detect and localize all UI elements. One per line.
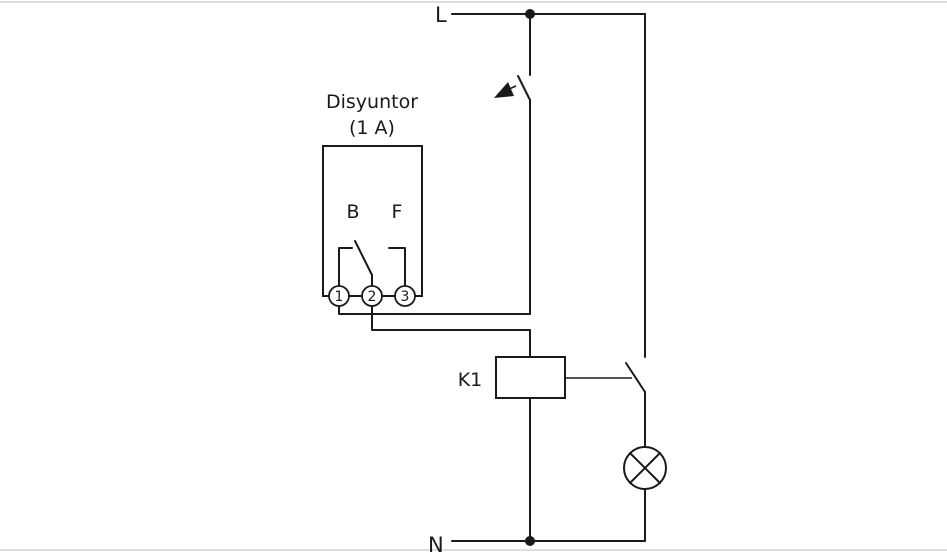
terminal-1-feed-wire <box>338 305 531 315</box>
terminal-2: 2 <box>361 285 383 307</box>
terminal-1: 1 <box>328 285 350 307</box>
relay-coil-k1 <box>495 356 566 399</box>
lamp-symbol <box>623 446 667 490</box>
terminal-1-label: 1 <box>335 289 344 305</box>
relay-label: K1 <box>458 369 483 391</box>
neutral-line-label: N <box>428 533 444 556</box>
terminal-2-coil-wire <box>371 305 531 358</box>
breaker-contact-b-label: B <box>346 201 359 223</box>
relay-contact-switch-symbol <box>625 362 646 393</box>
terminal-2-label: 2 <box>368 289 377 305</box>
breaker-internal-contacts <box>338 240 406 287</box>
terminal-3-label: 3 <box>401 289 410 305</box>
breaker-box <box>322 145 423 297</box>
manual-switch-symbol <box>494 75 531 101</box>
terminal-3: 3 <box>394 285 416 307</box>
live-line-label: L <box>435 3 447 27</box>
breaker-rating: (1 A) <box>349 117 395 139</box>
breaker-contact-f-label: F <box>392 201 403 223</box>
breaker-name: Disyuntor <box>326 91 418 113</box>
